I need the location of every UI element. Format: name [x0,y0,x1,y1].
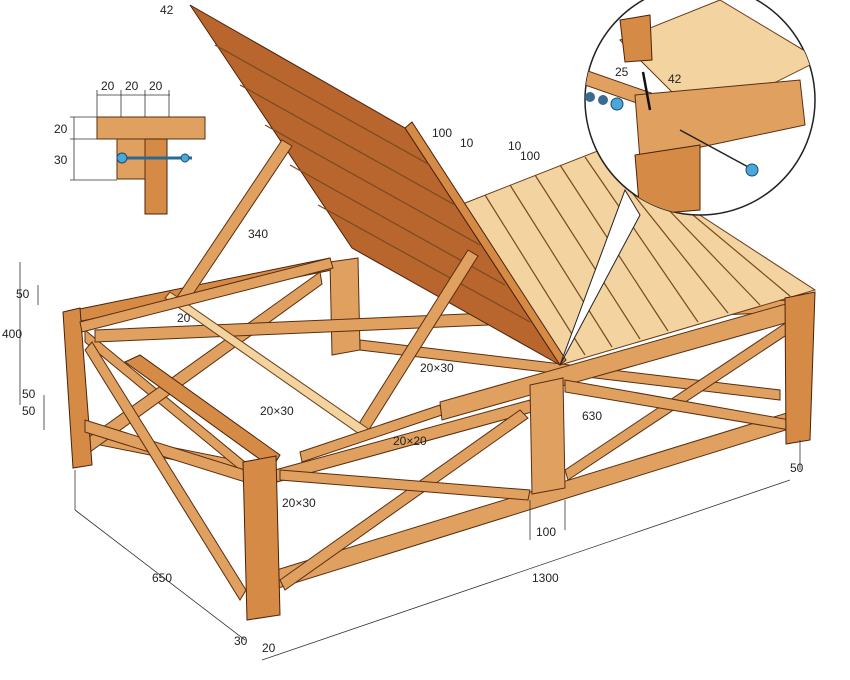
front-x-brace-a [279,409,529,591]
dim-post-right: 50 [790,461,804,475]
backrest-struts [79,139,479,463]
detail-post [634,144,701,215]
dim-brace: 20×30 [282,496,316,510]
detail-strut [619,14,653,63]
dim-mid-post: 630 [582,409,602,423]
backrest [189,4,567,366]
dim-rack: 20×20 [393,434,427,448]
detail-beam [634,79,806,161]
dim-seat-slat: 100 [520,149,540,163]
inset-bolt-detail: 20 20 20 20 30 [54,79,206,215]
backrest-panel [189,4,561,366]
bolt-head-icon [116,152,128,164]
dim-strut-b: 20×30 [260,404,294,418]
joint-dim-notch-width: 42 [668,72,682,86]
inset-dim-3: 20 [149,79,163,93]
dim-seat-gap: 10 [508,139,522,153]
dim-strut-length: 340 [248,227,268,241]
front-mid-post [529,377,566,495]
inset-dim-block: 30 [54,153,68,167]
inset-dim-2: 20 [125,79,139,93]
dim-backrest-slat: 100 [432,126,452,140]
nut-icon [180,153,190,163]
front-long-frame [84,291,816,621]
detail-pointer [559,188,641,366]
joint-dim-notch-depth: 25 [615,65,629,79]
arrow-icon [641,71,652,111]
dim-backrest-gap: 10 [460,136,474,150]
back-mid-post [329,257,361,356]
dim-strut-bar: 20 [177,311,191,325]
backrest-edge [404,121,567,366]
dim-width: 650 [152,571,172,585]
side-top-rail [124,354,281,469]
front-right-post [784,291,816,445]
dim-backrest-thickness: 42 [160,3,174,17]
dim-lower-rail-b: 50 [22,404,36,418]
front-left-post [242,455,281,621]
dim-post-a: 30 [234,634,248,648]
rack-left [79,257,334,333]
dim-lower-rail-a: 50 [22,387,36,401]
dim-strut-a: 20×30 [420,361,454,375]
dim-post-b: 20 [262,641,276,655]
front-x-brace-b [279,469,531,501]
dimensions: 42 340 100 10 10 100 50 400 50 50 20 20×… [2,3,804,661]
detail-bolt-icon [745,163,759,177]
seat-deck [459,149,817,366]
inset-dim-1: 20 [101,79,115,93]
nut-icon-2 [598,95,608,105]
washer-icon-2 [610,97,624,111]
dim-length: 1300 [532,571,559,585]
washer-icon [585,92,595,102]
inset-board [96,116,206,140]
dim-post-mid: 100 [536,525,556,539]
dim-height: 400 [2,327,22,341]
inset-post [144,138,168,215]
joint-detail-circle: 25 42 [559,0,816,366]
inset-dim-board: 20 [54,122,68,136]
dim-top-rail: 50 [16,287,30,301]
